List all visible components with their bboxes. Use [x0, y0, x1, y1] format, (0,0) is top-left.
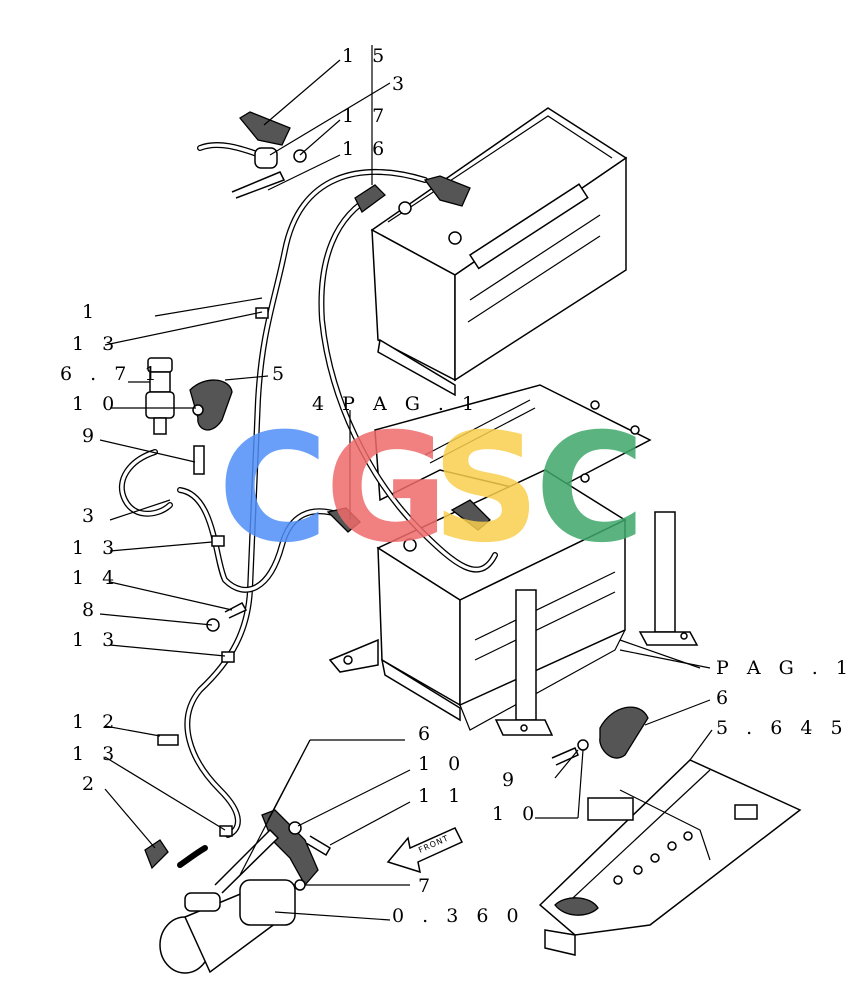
callout-10-a: 1 0: [72, 393, 120, 415]
watermark-letter-3: S: [432, 402, 540, 576]
callout-10-c: 1 0: [492, 803, 540, 825]
callout-4-pag1: 4 P A G . 1: [312, 393, 480, 415]
watermark: C G S C: [218, 402, 645, 576]
front-arrow: FRONT: [386, 827, 464, 874]
callout-8: 8: [82, 599, 100, 621]
callout-16: 1 6: [342, 138, 390, 160]
callout-6-right: 6: [716, 687, 734, 709]
callout-13-b: 1 3: [72, 537, 120, 559]
key-switch: [145, 357, 233, 475]
top-terminal-clamp: [197, 111, 307, 199]
leader-lines: [99, 45, 713, 921]
callout-2: 2: [82, 773, 100, 795]
callout-6-71: 6 . 7 1: [60, 363, 162, 385]
callout-10-b: 1 0: [418, 753, 466, 775]
callout-13-c: 1 3: [72, 629, 120, 651]
chassis-frame: [538, 759, 802, 956]
callout-11: 1 1: [418, 785, 466, 807]
callout-5: 5: [272, 363, 290, 385]
callout-pag1: P A G . 1: [716, 657, 854, 679]
callout-3-top: 3: [392, 73, 410, 95]
callout-5-645: 5 . 6 4 5: [716, 717, 849, 739]
callout-15: 1 5: [342, 45, 390, 67]
callout-13-a: 1 3: [72, 333, 120, 355]
starter-motor: [159, 809, 332, 974]
callout-12: 1 2: [72, 711, 120, 733]
callout-13-d: 1 3: [72, 743, 120, 765]
callout-9-a: 9: [82, 425, 100, 447]
callout-7: 7: [418, 875, 436, 897]
callout-17: 1 7: [342, 105, 390, 127]
upper-battery: [370, 107, 628, 397]
callout-0-360: 0 . 3 6 0: [392, 905, 525, 927]
callout-3-mid: 3: [82, 505, 100, 527]
watermark-letter-4: C: [535, 402, 645, 576]
wiring-harness: [118, 168, 498, 870]
callout-14: 1 4: [72, 567, 120, 589]
callout-labels: 1 5 3 1 7 1 6 1 1 3 6 . 7 1 5 1 0 4 P A …: [60, 45, 854, 927]
callout-9-b: 9: [502, 769, 520, 791]
battery-strap: [551, 706, 649, 766]
callout-6-mid: 6: [418, 723, 436, 745]
callout-1: 1: [82, 301, 100, 323]
watermark-letter-1: C: [218, 402, 328, 576]
support-posts: [494, 511, 699, 736]
watermark-letter-2: G: [325, 402, 448, 576]
cable-clips: [157, 307, 269, 837]
lower-battery: [328, 469, 701, 731]
